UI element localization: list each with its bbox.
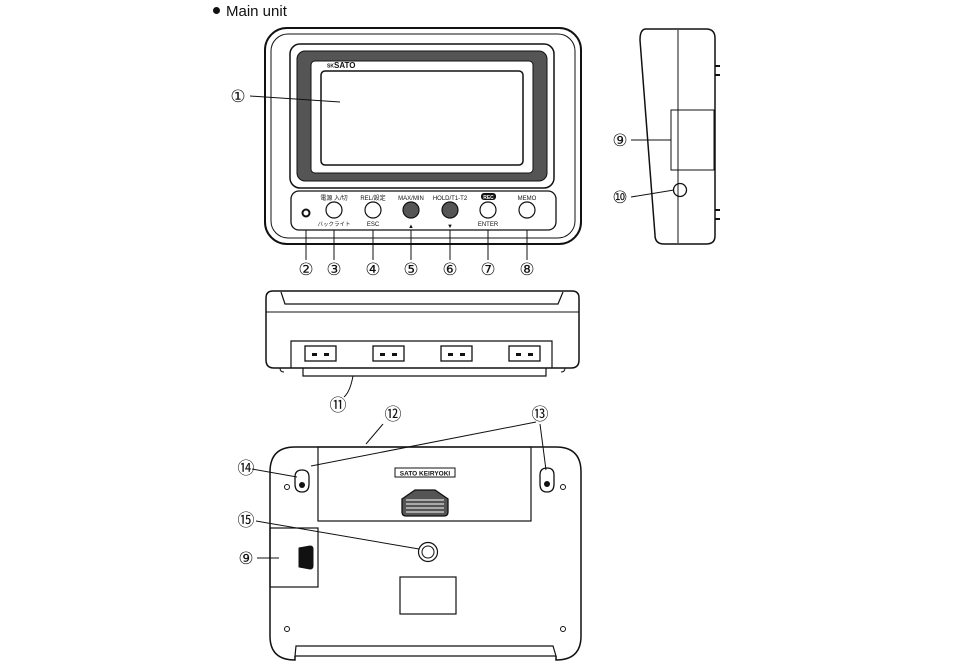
bullet-icon [213,7,220,14]
callout-5: ⑤ [403,260,418,279]
battery-cover-latch[interactable] [401,489,449,517]
memo-button[interactable] [518,201,536,219]
callout-8: ⑧ [519,260,534,279]
down-arrow-icon: ▼ [447,224,453,230]
callout-3: ③ [326,260,341,279]
back-foot [294,645,557,657]
rel-esc-button[interactable] [364,201,382,219]
callout-14: ⑭ [238,459,255,478]
hold-label: HOLD/T1-T2 [433,196,468,202]
side-sensor-port [670,109,715,171]
callout-12: ⑫ [385,405,402,424]
back-view: SATO KEIRYOKI [251,421,582,661]
rel-label: REL/設定 [360,194,385,202]
up-arrow-icon: ▲ [408,224,414,230]
callout-9-back: ⑨ [238,549,253,568]
top-body [265,290,580,369]
display-bezel [289,43,555,189]
callout-4: ④ [365,260,380,279]
power-label: 電源 入/切 [320,194,347,202]
rec-badge [481,193,496,200]
wall-mount-hole-left [294,469,310,493]
front-body-inner [270,33,576,239]
battery-cover [317,446,532,522]
section-heading: Main unit [213,3,287,20]
heading-text: Main unit [226,3,287,20]
screw-bl [284,626,290,632]
svg-text:SATO KEIRYOKI: SATO KEIRYOKI [400,471,451,478]
usb-port[interactable] [298,545,314,570]
sensor-connector-3[interactable] [440,345,473,362]
front-view: SK SATO 電源 入/切 バックライト REL/設定 ESC MAX/MIN… [249,27,582,260]
sato-logo: SK SATO [327,61,355,70]
wall-mount-hole-right [539,467,555,493]
callout-6: ⑥ [442,260,457,279]
front-body-outer [264,27,582,245]
callout-9-side: ⑨ [612,131,627,150]
screw-br [560,626,566,632]
tripod-socket [417,541,439,563]
svg-text:SK: SK [327,64,334,70]
brand-plate: SATO KEIRYOKI [394,467,456,478]
sensor-connector-2[interactable] [372,345,405,362]
callout-11: ⑪ [330,396,347,415]
top-view [265,290,580,398]
side-jack [672,182,688,198]
lcd-screen [320,70,524,166]
hold-button[interactable] [441,201,459,219]
top-groove [280,291,564,305]
callouts: ① ② ③ ④ ⑤ ⑥ ⑦ ⑧ ⑨ ⑩ ⑪ ⑫ ⑬ ⑭ ⑮ ⑨ [230,87,627,568]
rec-label: REC [483,195,494,201]
maxmin-label: MAX/MIN [398,196,424,202]
side-body [639,28,716,245]
sensor-connector-1[interactable] [304,345,337,362]
screw-tl [284,484,290,490]
enter-label: ENTER [478,222,499,228]
sensor-connector-4[interactable] [508,345,541,362]
rec-enter-button[interactable] [479,201,497,219]
connector-lip [302,368,547,377]
max-min-button[interactable] [402,201,420,219]
back-body [269,446,582,661]
callout-13: ⑬ [532,405,549,424]
button-panel [290,190,557,231]
svg-text:SATO: SATO [334,61,355,70]
callout-1: ① [230,87,245,106]
connector-panel [290,340,553,368]
memo-label: MEMO [518,196,537,202]
side-view [630,28,720,245]
callout-10: ⑩ [612,188,627,207]
light-sensor [301,208,311,218]
power-button[interactable] [325,201,343,219]
callout-15: ⑮ [238,511,255,530]
callout-7: ⑦ [480,260,495,279]
callout-2: ② [298,260,313,279]
screw-tr [560,484,566,490]
backlight-label: バックライト [317,221,350,228]
label-area [399,576,457,615]
esc-label: ESC [367,222,380,228]
